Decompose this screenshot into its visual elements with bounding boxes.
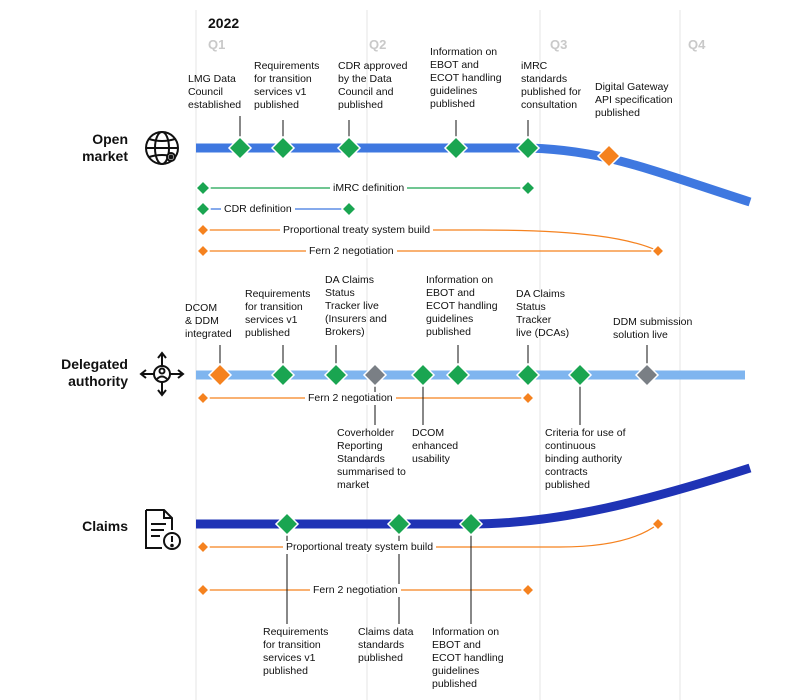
bar-endpoint xyxy=(194,200,212,218)
da-milestone-marker xyxy=(567,362,593,388)
open-milestone-marker xyxy=(443,135,469,161)
quarter-label-q4: Q4 xyxy=(688,37,706,52)
quarter-label-q1: Q1 xyxy=(208,37,226,52)
year-label: 2022 xyxy=(208,15,240,31)
bar-endpoint xyxy=(340,200,358,218)
bar-label-open-fern2: Fern 2 negotiation xyxy=(306,245,397,258)
bar-label-claims-fern2: Fern 2 negotiation xyxy=(310,584,401,597)
da-milestone-marker xyxy=(323,362,349,388)
open-milestone-label: LMG Data Council established xyxy=(188,73,242,111)
bar-label-cdr-definition: CDR definition xyxy=(221,203,295,216)
bar-label-da-fern2: Fern 2 negotiation xyxy=(305,392,396,405)
bar-endpoint xyxy=(195,539,211,555)
da-milestone-marker xyxy=(515,362,541,388)
da-milestone-marker xyxy=(207,362,233,388)
da-milestone-label: DA Claims Status Tracker live (DCAs) xyxy=(516,288,570,339)
bar-label-claims-proportional-treaty: Proportional treaty system build xyxy=(283,541,437,554)
globe-network-icon xyxy=(142,128,182,168)
open-milestone-marker xyxy=(336,135,362,161)
da-milestone-label: Requirements for transition services v1 … xyxy=(245,288,311,339)
quarter-label-q2: Q2 xyxy=(369,37,387,52)
claims-milestone-marker xyxy=(274,511,300,537)
bar-endpoint xyxy=(650,516,666,532)
da-milestone-marker xyxy=(410,362,436,388)
claims-milestone-label: Claims data standards published xyxy=(358,626,414,664)
bar-endpoint xyxy=(520,390,536,406)
open-milestone-label: iMRC standards published for consultatio… xyxy=(521,60,582,111)
claims-milestone-marker xyxy=(458,511,484,537)
bar-endpoint xyxy=(520,582,536,598)
bar-label-open-proportional-treaty: Proportional treaty system build xyxy=(280,224,434,237)
bar-endpoint xyxy=(195,582,211,598)
open-milestone-label: Information on EBOT and ECOT handling gu… xyxy=(430,46,502,110)
da-milestone-label: Criteria for use of continuous binding a… xyxy=(545,427,626,491)
lane-label-claims: Claims xyxy=(82,518,128,534)
delegation-arrows-icon xyxy=(138,350,186,398)
da-milestone-marker xyxy=(445,362,471,388)
bar-label-imrc-definition: iMRC definition xyxy=(330,182,408,195)
quarter-label-q3: Q3 xyxy=(550,37,568,52)
lane-label-delegated-authority: Delegated authority xyxy=(61,356,128,389)
claims-timeline xyxy=(196,463,752,529)
da-milestone-label: DCOM enhanced usability xyxy=(412,427,459,465)
lane-label-open-market: Open market xyxy=(82,131,128,164)
claims-milestone-label: Information on EBOT and ECOT handling gu… xyxy=(432,626,504,690)
da-milestone-label: DCOM & DDM integrated xyxy=(185,302,232,340)
da-milestone-label: Coverholder Reporting Standards summaris… xyxy=(337,427,406,491)
da-milestone-label: DDM submission solution live xyxy=(613,316,693,341)
da-milestone-marker xyxy=(270,362,296,388)
da-milestone-marker xyxy=(362,362,388,388)
open-milestone-label: CDR approved by the Data Council and pub… xyxy=(338,60,408,111)
bar-endpoint xyxy=(519,179,537,197)
open-milestone-label: Digital Gateway API specification publis… xyxy=(595,81,673,119)
bar-endpoint xyxy=(650,243,666,259)
claims-milestone-marker xyxy=(386,511,412,537)
open-milestone-marker xyxy=(515,135,541,161)
open-milestone-marker xyxy=(227,135,253,161)
open-milestone-marker xyxy=(596,143,622,169)
open-milestone-marker xyxy=(270,135,296,161)
open-milestone-label: Requirements for transition services v1 … xyxy=(254,60,320,111)
bar-endpoint xyxy=(195,222,211,238)
bar-open-proportional-treaty-curve xyxy=(479,229,659,252)
bar-endpoint xyxy=(194,179,212,197)
da-milestone-marker xyxy=(634,362,660,388)
claims-milestone-label: Requirements for transition services v1 … xyxy=(263,626,329,677)
bar-endpoint xyxy=(195,390,211,406)
claims-document-alert-icon xyxy=(140,506,184,552)
da-milestone-label: Information on EBOT and ECOT handling gu… xyxy=(426,274,498,338)
bar-claims-proportional-treaty xyxy=(203,523,659,548)
bar-endpoint xyxy=(195,243,211,259)
da-milestone-label: DA Claims Status Tracker live (Insurers … xyxy=(325,274,387,338)
